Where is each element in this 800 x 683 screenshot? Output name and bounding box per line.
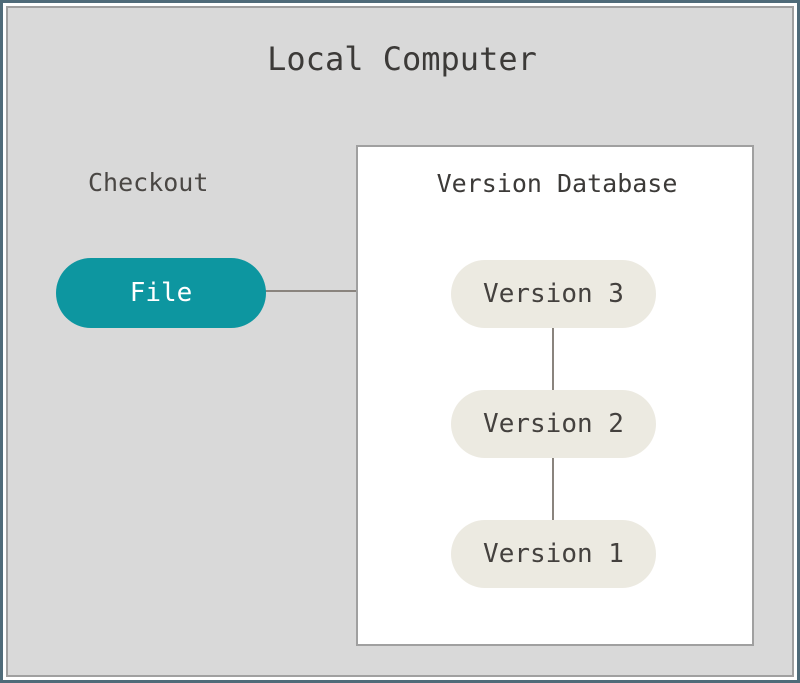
connector-version2-to-version1 <box>552 456 554 522</box>
checkout-label: Checkout <box>88 168 209 197</box>
local-computer-container: Local Computer Checkout Version Database… <box>6 6 794 677</box>
version-database-title: Version Database <box>436 169 678 198</box>
node-version-3[interactable]: Version 3 <box>451 260 656 328</box>
connector-version3-to-version2 <box>552 326 554 392</box>
node-file[interactable]: File <box>56 258 266 328</box>
node-version-2[interactable]: Version 2 <box>451 390 656 458</box>
node-version-1[interactable]: Version 1 <box>451 520 656 588</box>
local-computer-title: Local Computer <box>267 40 537 78</box>
